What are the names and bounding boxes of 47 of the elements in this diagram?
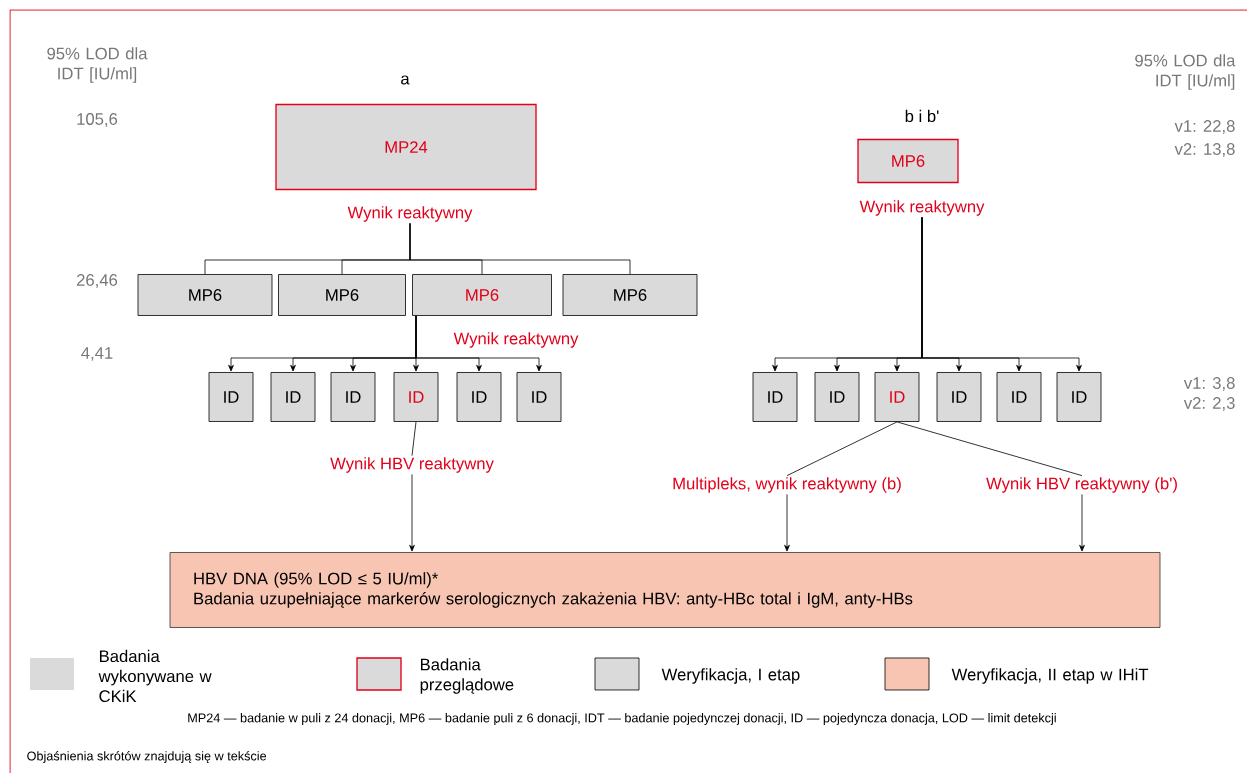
legend-text: Weryfikacja, II etap w IHiT [951, 668, 1149, 684]
lod-value: v1: 3,8 [1183, 377, 1235, 391]
test-box: ID [874, 372, 920, 422]
test-box: ID [393, 372, 439, 422]
test-box: MP6 [278, 274, 406, 316]
legend-text: Badania przeglądowe [420, 658, 514, 694]
legend-text: Weryfikacja, I etap [661, 668, 800, 684]
arrow [784, 493, 790, 552]
test-box: ID [936, 372, 982, 422]
test-box: ID [208, 372, 254, 422]
test-box: ID [814, 372, 860, 422]
lod-value: 4,41 [81, 347, 113, 361]
legend-text: Badania wykonywane w CKiK [98, 649, 212, 703]
test-box: MP6 [412, 274, 552, 316]
result-text: Wynik reaktywny [859, 200, 985, 216]
test-box: MP6 [562, 274, 698, 316]
test-box: ID [1056, 372, 1102, 422]
lod-value: v2: 2,3 [1183, 397, 1235, 411]
screening-box: MP24 [275, 103, 537, 191]
panel-label: a [401, 75, 410, 85]
result-text: Wynik HBV reaktywny (b') [986, 477, 1177, 493]
arrow [1079, 493, 1085, 552]
lod-value: v1: 22,8 [1174, 120, 1235, 134]
test-box: ID [456, 372, 502, 422]
arrow [921, 216, 1082, 372]
arrow [415, 315, 542, 372]
lod-value: 105,6 [77, 113, 118, 127]
result-text: Wynik reaktywny [347, 206, 473, 222]
test-box: ID [516, 372, 562, 422]
lod-value: v2: 13,8 [1174, 143, 1235, 157]
note-text: MP24 — badanie w puli z 24 donacji, MP6 — badanie puli z 6 donacji, IDT — badanie pojedynczej donacji, ID — pojedyncza donacja, LOD — limit detekcji [188, 713, 1056, 725]
lod-value: 26,46 [77, 274, 118, 288]
result-text: Wynik reaktywny [453, 332, 579, 348]
column-header: 95% LOD dla IDT [IU/ml] [1135, 54, 1236, 90]
column-header: 95% LOD dla IDT [IU/ml] [47, 47, 148, 83]
test-box: ID [270, 372, 316, 422]
test-box: ID [752, 372, 798, 422]
result-text: Wynik HBV reaktywny [330, 457, 494, 473]
note-text: Objaśnienia skrótów znajdują się w tekście [27, 751, 267, 763]
test-box: ID [330, 372, 376, 422]
result-text: Multipleks, wynik reaktywny (b) [673, 477, 901, 493]
arrow [409, 473, 415, 552]
result-box: HBV DNA (95% LOD ≤ 5 IU/ml)* Badania uzupełniające markerów serologicznych zakażenia HBV: anty-HBc total i IgM, anty-HBs [169, 552, 1161, 628]
panel-label: b i b' [905, 109, 939, 123]
screening-box: MP6 [857, 138, 959, 184]
test-box: MP6 [137, 274, 273, 316]
test-box: ID [996, 372, 1042, 422]
